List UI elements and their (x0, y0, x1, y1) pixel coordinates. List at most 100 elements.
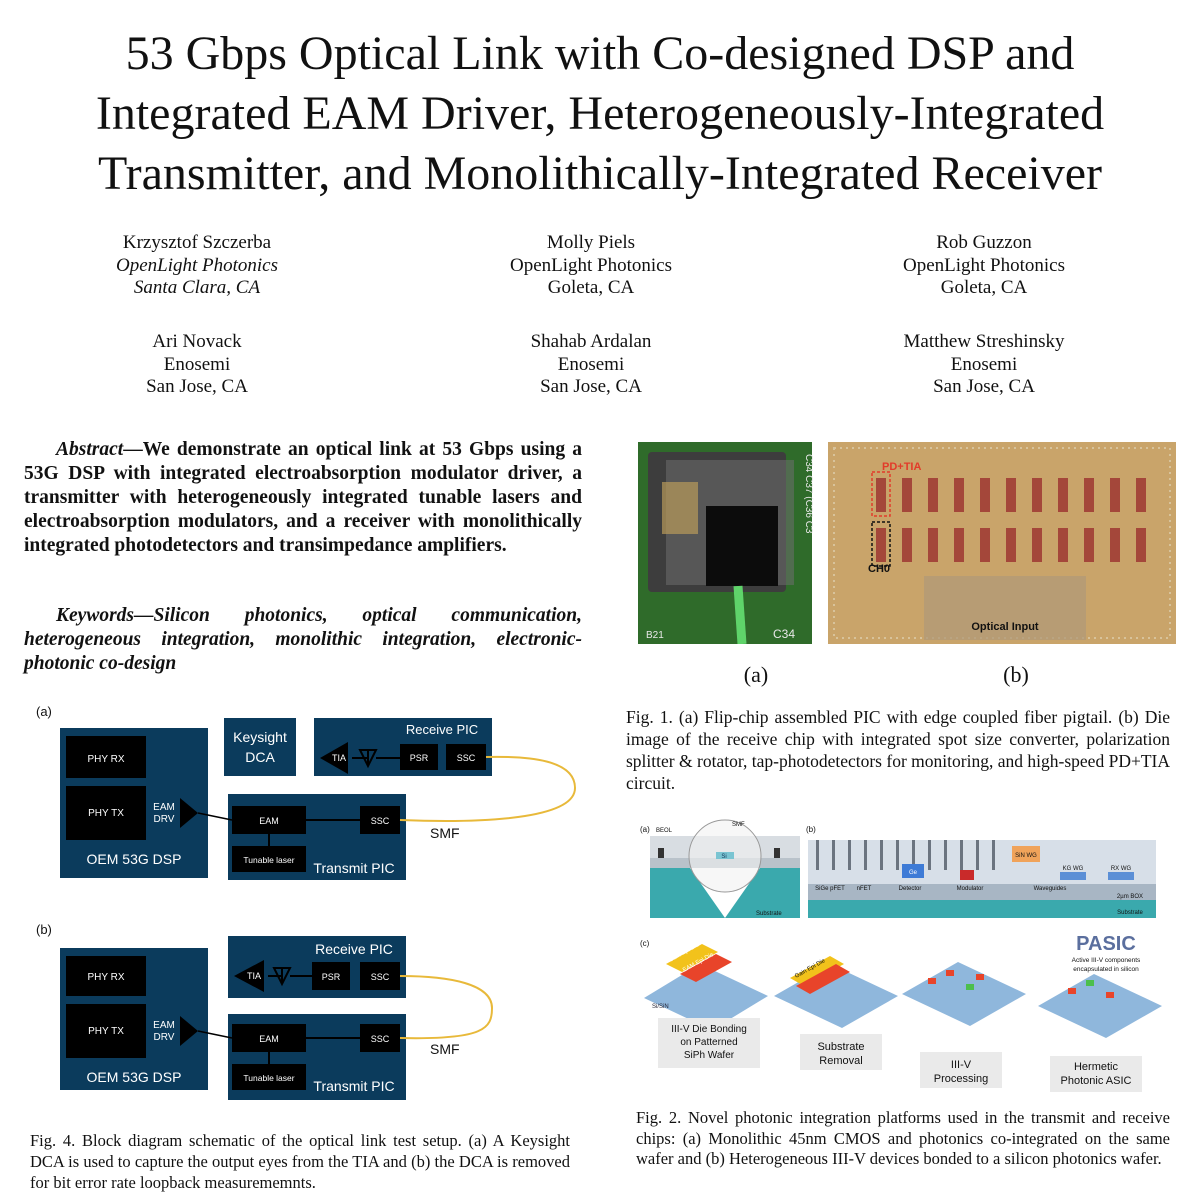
fig4b-ssc (360, 962, 400, 990)
fig2b-via (944, 840, 947, 870)
fig4-panel-a-label: (a) (36, 704, 52, 719)
author-name: Rob Guzzon (936, 232, 1032, 253)
fig2a-via (658, 848, 664, 858)
author-org: OpenLight Photonics (902, 254, 1066, 276)
fig4b-tunable-laser (232, 1064, 306, 1090)
author-1: Krzysztof Szczerba OpenLight Photonics S… (47, 232, 347, 300)
fig4b-phy-tx-label: PHY TX (88, 1026, 124, 1037)
fig4b-transmit-pic-label: Transmit PIC (313, 1078, 394, 1094)
fig1b-pd-tia-cell (1084, 528, 1094, 562)
fig4-panel-b-label: (b) (36, 922, 52, 937)
fig4a-transmit-pic-label: Transmit PIC (313, 860, 394, 876)
author-loc: San Jose, CA (540, 376, 642, 397)
fig2c-step-4-line-1: Hermetic (1074, 1061, 1119, 1073)
fig2b-kg-wg-label: KG WG (1063, 866, 1084, 872)
keywords-text: Silicon photonics, optical communication… (24, 605, 582, 674)
fig4a-tx-ssc-label: SSC (371, 816, 390, 826)
fig2b-rx-wg (1108, 872, 1134, 880)
author-name: Shahab Ardalan (530, 331, 652, 352)
fig4a-psr (400, 744, 438, 770)
fig2c-si-sin-label: Si/SiN (652, 1004, 669, 1010)
fig2c-device (928, 978, 936, 984)
fig2a-via (774, 848, 780, 858)
fig4b-tia-triangle (234, 960, 264, 992)
fig1b-pd-tia-cell (954, 478, 964, 512)
fig2c-device (946, 970, 954, 976)
fig2c-wafer-4 (1038, 974, 1162, 1038)
fig4b-driver-triangle (180, 1016, 198, 1046)
fig2b-via (832, 840, 835, 870)
fig2b-rx-wg-label: RX WG (1111, 866, 1132, 872)
fig2-caption: Fig. 2. Novel photonic integration platf… (636, 1108, 1170, 1168)
fig2c-wafer-1 (644, 964, 768, 1030)
fig2c-pasic-note-1: Active III-V components (1072, 957, 1141, 964)
fig1b-pd-tia-cell (928, 528, 938, 562)
fig2b-box-label: 2µm BOX (1117, 894, 1143, 900)
fig4b-psr (312, 962, 350, 990)
fig4a-driver-link (197, 812, 233, 821)
author-name: Ari Novack (152, 331, 242, 352)
fig4b-driver-link (197, 1030, 233, 1039)
author-6: Matthew Streshinsky Enosemi San Jose, CA (834, 331, 1134, 399)
fig2c-device (1068, 988, 1076, 994)
fig4a-dca-label: DCA (245, 749, 275, 765)
fig4a-drv-label: DRV (154, 814, 175, 825)
fig1b-pd-tia-cell (928, 478, 938, 512)
fig2b-via (928, 840, 931, 870)
author-loc: Goleta, CA (940, 277, 1028, 298)
fig4b-dsp-label: OEM 53G DSP (87, 1069, 182, 1085)
fig1-label-a: (a) (743, 662, 769, 687)
fig1b-pd-tia-cell (876, 528, 886, 562)
fig2a-smf-label: SMF (732, 822, 745, 828)
fig1b-pd-tia-cell (1136, 478, 1146, 512)
fig1a-pic-die (706, 506, 778, 586)
fig2b-vias (816, 840, 995, 870)
fig2c-gain-die-thin (790, 956, 844, 986)
fig2b-ge (902, 864, 924, 878)
author-4: Ari Novack Enosemi San Jose, CA (47, 331, 347, 399)
fig1b-pd-tia-cell (1006, 478, 1016, 512)
fig1b-pd-tia-cell (954, 528, 964, 562)
fig2b-sige-label: SiGe pFET (815, 886, 845, 892)
fig1b-optical-input-region (924, 576, 1086, 640)
fig1b-pd-tia-cell (876, 478, 886, 512)
fig4a-ssc (446, 744, 486, 770)
fig2a-si-core (716, 852, 734, 859)
author-2: Molly Piels OpenLight Photonics Goleta, … (441, 232, 741, 300)
fig4a-tunable-laser (232, 846, 306, 872)
fig4a-tx-eam-label: EAM (259, 816, 279, 826)
fig2b-ge-label: Ge (909, 870, 918, 876)
fig2c-step-3: III-V Processing (902, 962, 1026, 1088)
fig2a-substrate-label: Substrate (756, 911, 782, 917)
fig4a-psr-label: PSR (410, 753, 429, 763)
fig1b-pd-tia-cell (1110, 478, 1120, 512)
fig2c-step-1-line-1: III-V Die Bonding (671, 1024, 747, 1035)
fig4b-tx-eam (232, 1024, 306, 1052)
fig2c-step-2-box (800, 1034, 882, 1070)
fig4a-dsp-label: OEM 53G DSP (87, 851, 182, 867)
fig2c-gain-die (666, 944, 718, 972)
author-name: Krzysztof Szczerba (122, 232, 272, 253)
fig2c-eam-die (680, 954, 732, 982)
fig2b-via (816, 840, 819, 870)
fig4b-tunable-laser-label: Tunable laser (243, 1073, 294, 1083)
fig1b-pd-tia-cell (1032, 528, 1042, 562)
fig1a-c34-label: C34 (773, 627, 795, 641)
author-5: Shahab Ardalan Enosemi San Jose, CA (441, 331, 741, 399)
fig2b-sin-wg-label: SiN WG (1015, 853, 1037, 859)
fig4a-receive-pic-label: Receive PIC (406, 722, 478, 737)
fig4a-phy-rx (66, 736, 146, 778)
fig2-panel-b-label: (b) (806, 825, 816, 834)
fig2b-sin-wg (1012, 846, 1040, 862)
fig2c-step-2-line-2: Removal (819, 1055, 862, 1067)
fig4b-phy-rx (66, 956, 146, 996)
abstract: Abstract—We demonstrate an optical link … (24, 439, 582, 556)
fig4a-smf-label: SMF (430, 825, 460, 841)
fig2a-si-label: Si (721, 854, 726, 860)
fig2c-step-4-line-2: Photonic ASIC (1061, 1075, 1132, 1087)
fig2b-via (880, 840, 883, 870)
fig1b-pd-tia-highlight (871, 471, 891, 517)
fig4b-smf-label: SMF (430, 1041, 460, 1057)
fig1b-pd-tia-cell (1110, 528, 1120, 562)
fig2c-device (1086, 980, 1094, 986)
